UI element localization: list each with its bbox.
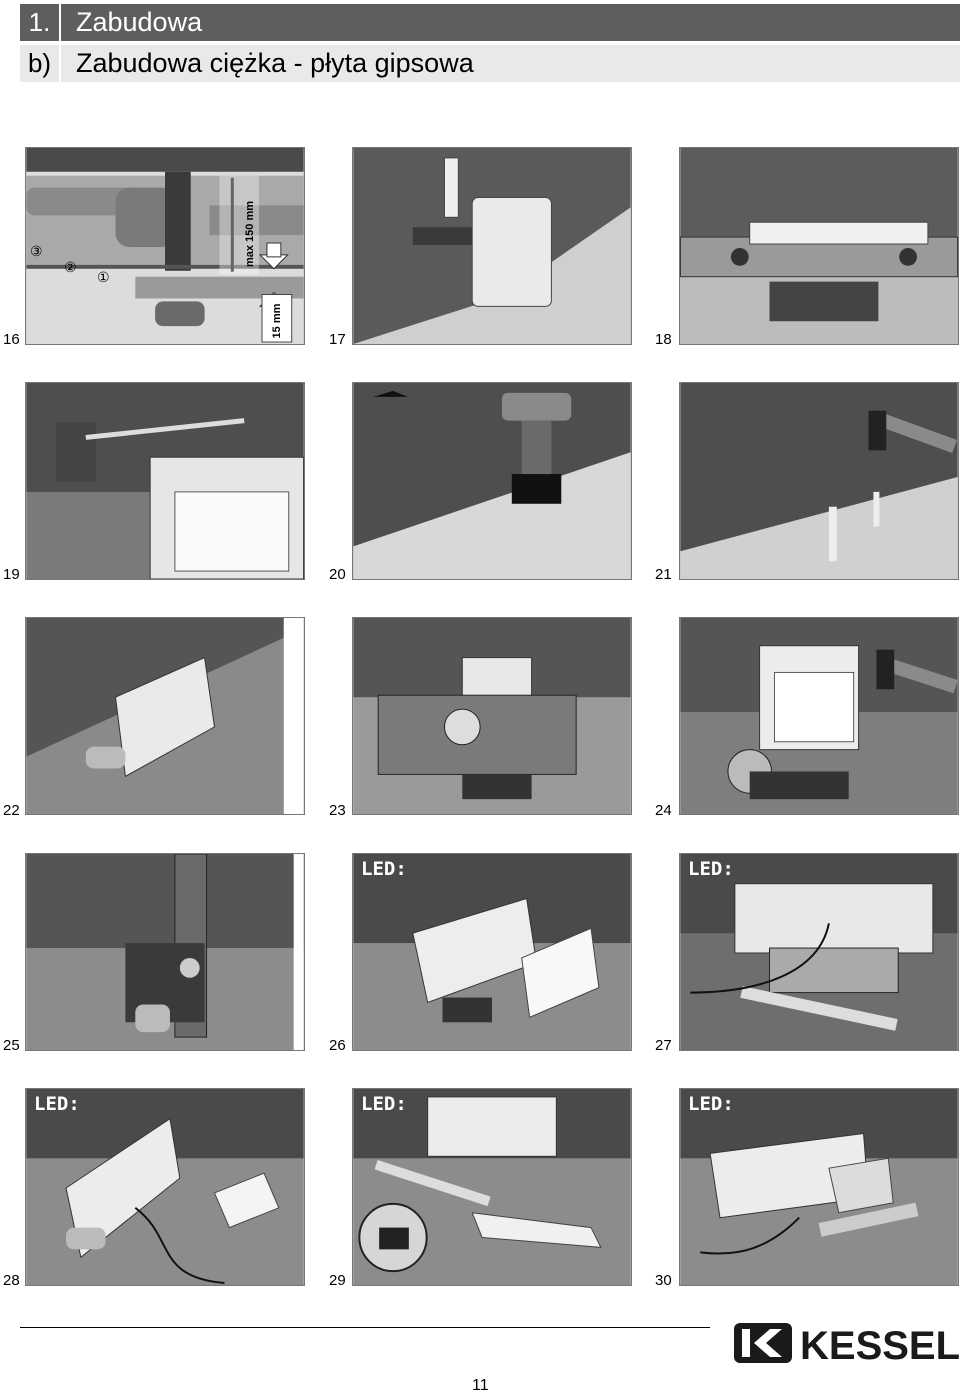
step-number: 23 (329, 803, 346, 819)
section-number: 1. (20, 4, 61, 41)
step-number: 16 (3, 332, 20, 348)
step-16-illustration: ③ ② ① max 150 mm 15 mm (25, 147, 305, 345)
step-22-illustration (25, 617, 305, 815)
led-label: LED: (688, 1093, 734, 1115)
step-number: 25 (3, 1038, 20, 1054)
step-number: 27 (655, 1038, 672, 1054)
section-title: Zabudowa (76, 4, 202, 41)
kessel-logo: KESSEL (732, 1319, 960, 1367)
step-26-illustration: LED: (352, 853, 632, 1051)
circled-label-1: ① (97, 269, 110, 285)
min-height-label: 15 mm (269, 296, 285, 345)
step-number: 29 (329, 1273, 346, 1289)
step-27-illustration: LED: (679, 853, 959, 1051)
circled-label-2: ② (64, 259, 77, 275)
led-label: LED: (361, 858, 407, 880)
step-number: 30 (655, 1273, 672, 1289)
step-28-illustration: LED: (25, 1088, 305, 1286)
step-number: 24 (655, 803, 672, 819)
step-number: 19 (3, 567, 20, 583)
step-number: 28 (3, 1273, 20, 1289)
step-25-illustration (25, 853, 305, 1051)
max-height-label: max 150 mm (242, 194, 258, 274)
step-number: 17 (329, 332, 346, 348)
step-29-illustration: LED: (352, 1088, 632, 1286)
step-number: 18 (655, 332, 672, 348)
step-number: 22 (3, 803, 20, 819)
step-number: 20 (329, 567, 346, 583)
step-19-illustration (25, 382, 305, 580)
brand-name: KESSEL (800, 1324, 960, 1367)
led-label: LED: (34, 1093, 80, 1115)
subsection-number: b) (20, 45, 61, 82)
footer-divider (20, 1327, 710, 1328)
subsection-title: Zabudowa ciężka - płyta gipsowa (76, 45, 474, 82)
step-18-illustration (679, 147, 959, 345)
led-label: LED: (361, 1093, 407, 1115)
step-20-illustration (352, 382, 632, 580)
circled-label-3: ③ (30, 243, 43, 259)
step-24-illustration (679, 617, 959, 815)
step-17-illustration (352, 147, 632, 345)
section-header: 1. Zabudowa (20, 4, 960, 41)
subsection-header: b) Zabudowa ciężka - płyta gipsowa (20, 45, 960, 82)
led-label: LED: (688, 858, 734, 880)
step-23-illustration (352, 617, 632, 815)
page-number: 11 (472, 1377, 489, 1395)
step-number: 21 (655, 567, 672, 583)
pipe-installation-drawing (26, 148, 304, 344)
step-30-illustration: LED: (679, 1088, 959, 1286)
step-21-illustration (679, 382, 959, 580)
step-number: 26 (329, 1038, 346, 1054)
